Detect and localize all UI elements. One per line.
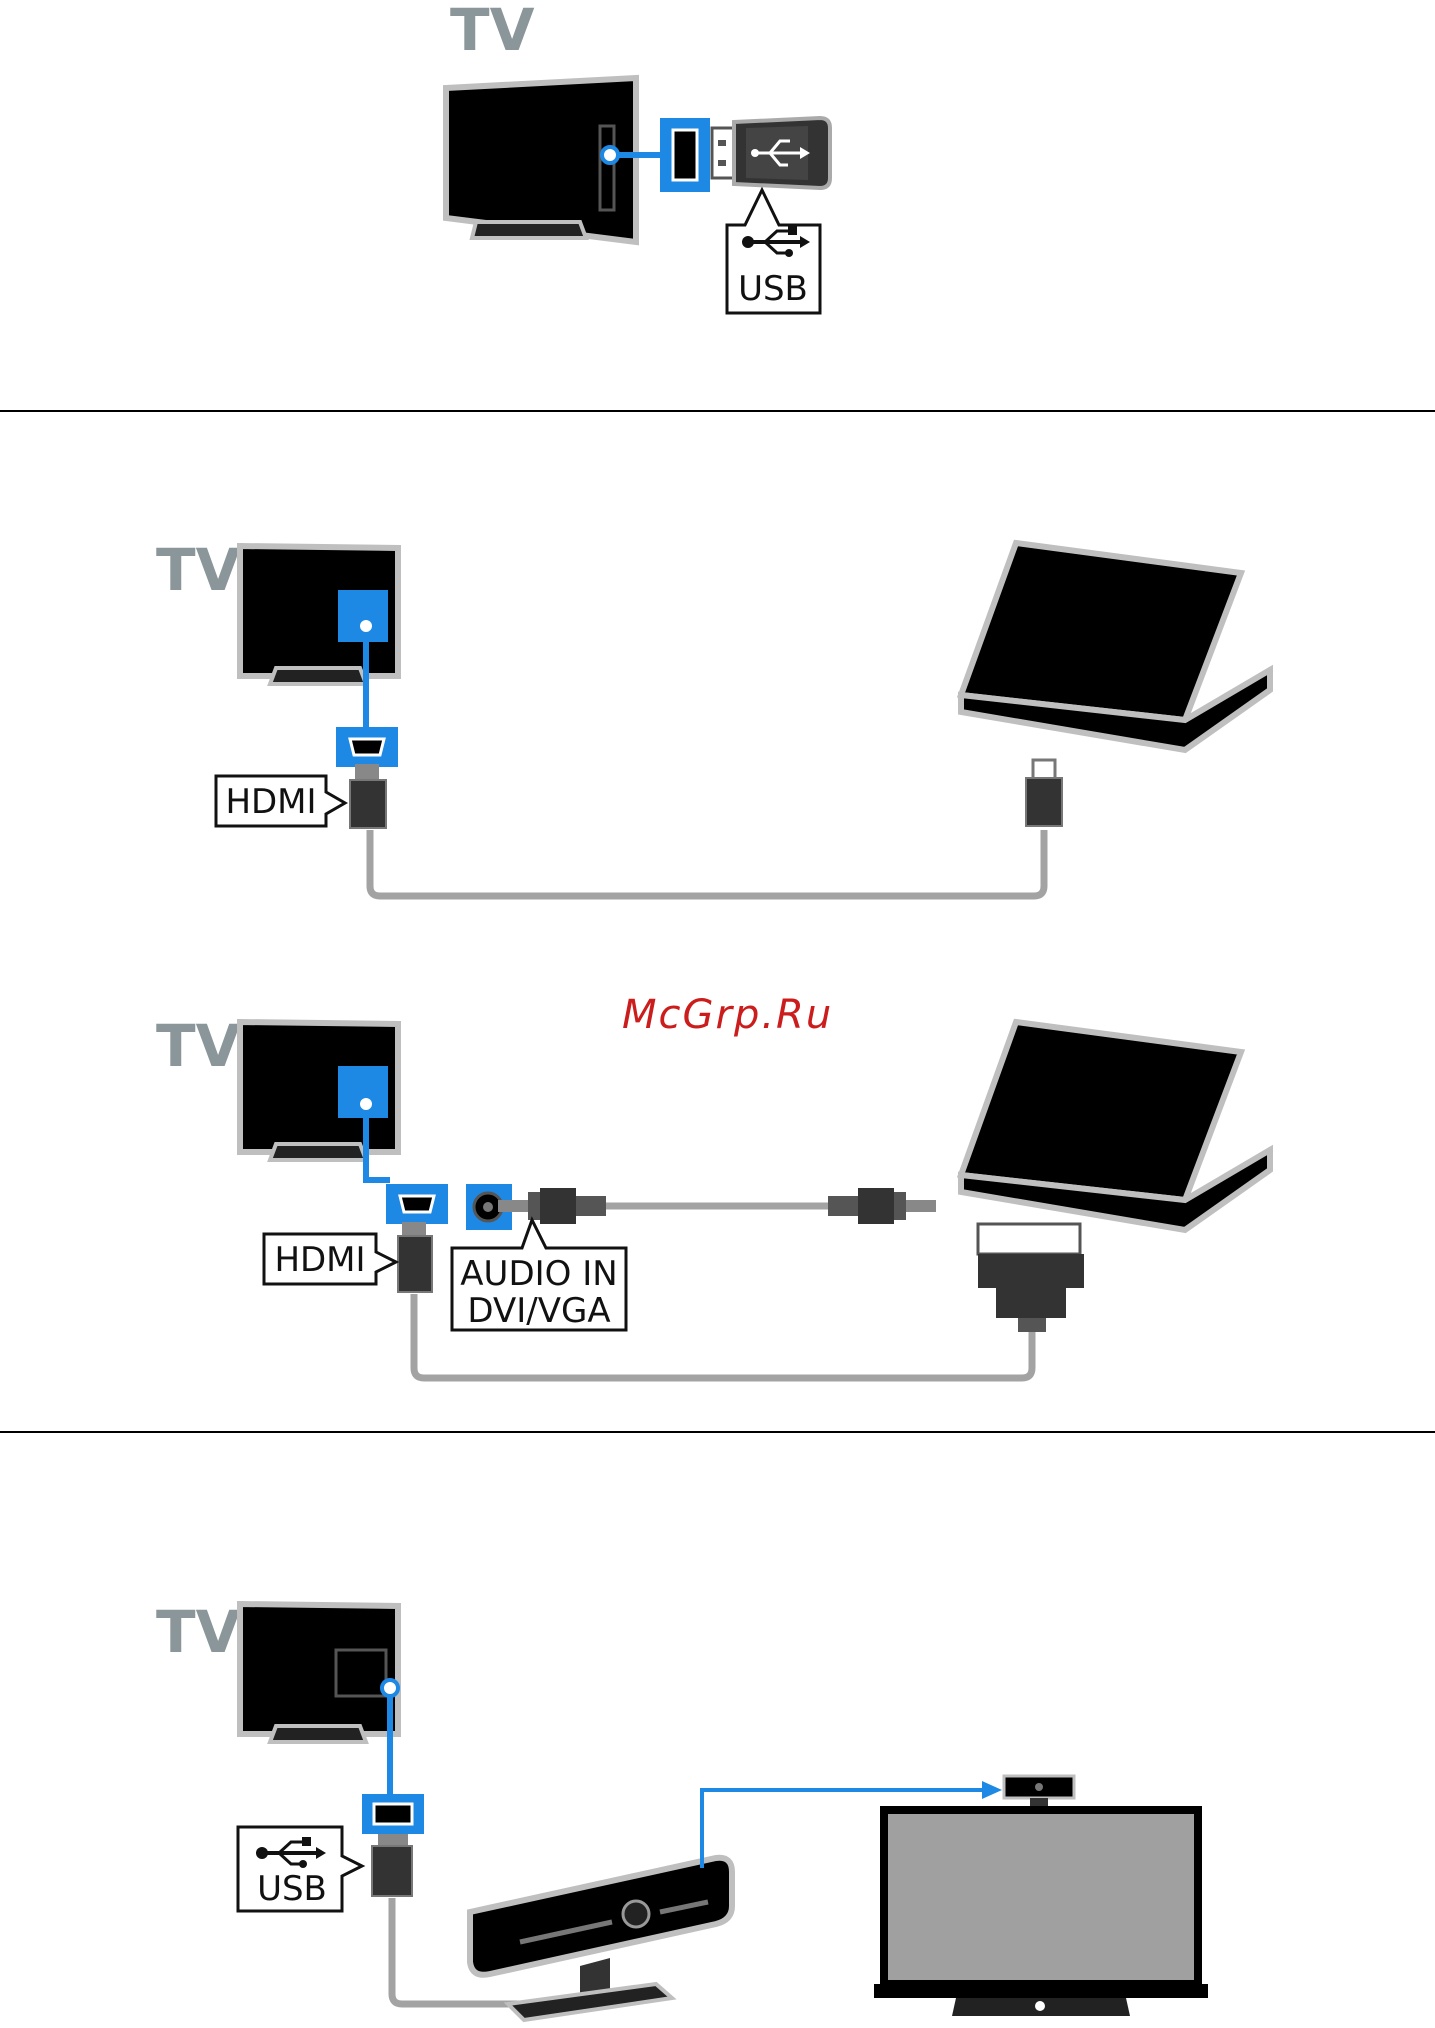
section-dvi-vga-laptop: TV McGrp.Ru bbox=[156, 992, 1270, 1378]
audio-in-label-line1: AUDIO IN bbox=[460, 1254, 617, 1294]
usb-label-top: USB bbox=[738, 269, 808, 309]
laptop-icon bbox=[961, 1022, 1270, 1230]
section-usb-flash: TV bbox=[446, 0, 830, 313]
dvi-vga-plug-icon bbox=[978, 1224, 1084, 1332]
hdmi-label: HDMI bbox=[274, 1240, 365, 1280]
tv-port-dot bbox=[358, 1096, 374, 1112]
laptop-icon bbox=[961, 543, 1270, 750]
audio-jack-plug-left-icon bbox=[498, 1188, 606, 1224]
tv-port-dot bbox=[382, 1680, 398, 1696]
audio-jack-plug-right-icon bbox=[828, 1188, 936, 1224]
tv-icon bbox=[240, 1604, 398, 1742]
tv-port-dot bbox=[358, 618, 374, 634]
hdmi-port-icon bbox=[336, 727, 398, 767]
hdmi-callout-label: HDMI bbox=[216, 776, 345, 826]
tv-label: TV bbox=[156, 536, 241, 604]
camera-icon bbox=[470, 1858, 732, 2020]
tv-icon bbox=[240, 546, 398, 684]
hdmi-port-icon bbox=[386, 1184, 448, 1224]
usb-port-icon bbox=[660, 118, 710, 192]
tv-label: TV bbox=[156, 1598, 241, 1666]
usb-flash-drive-icon bbox=[712, 118, 830, 188]
usb-callout-label: USB bbox=[727, 190, 820, 313]
section-hdmi-laptop: TV HDMI bbox=[156, 536, 1270, 896]
tv-icon bbox=[240, 1022, 398, 1160]
webcam-on-monitor-icon bbox=[1004, 1776, 1074, 1808]
usb-callout-label: USB bbox=[238, 1827, 362, 1911]
arrow-head-icon bbox=[982, 1781, 1002, 1799]
tv-label: TV bbox=[156, 1012, 241, 1080]
usb-port-icon bbox=[362, 1794, 424, 1834]
hdmi-label: HDMI bbox=[225, 782, 316, 822]
section-usb-camera: TV USB bbox=[156, 1598, 1208, 2020]
audio-in-label-line2: DVI/VGA bbox=[467, 1291, 610, 1331]
hdmi-callout-label: HDMI bbox=[264, 1234, 396, 1284]
tv-port-dot bbox=[602, 147, 618, 163]
monitor-icon bbox=[874, 1810, 1208, 2016]
usb-plug-icon bbox=[372, 1834, 412, 1896]
audio-in-callout-label: AUDIO IN DVI/VGA bbox=[452, 1220, 626, 1331]
tv-label: TV bbox=[450, 0, 535, 64]
hdmi-plug-icon bbox=[350, 764, 386, 828]
laptop-hdmi-plug-icon bbox=[1026, 760, 1062, 826]
watermark: McGrp.Ru bbox=[622, 992, 833, 1038]
hdmi-plug-icon bbox=[398, 1222, 432, 1292]
hdmi-cable bbox=[370, 830, 1044, 896]
usb-label-bottom: USB bbox=[257, 1869, 327, 1909]
